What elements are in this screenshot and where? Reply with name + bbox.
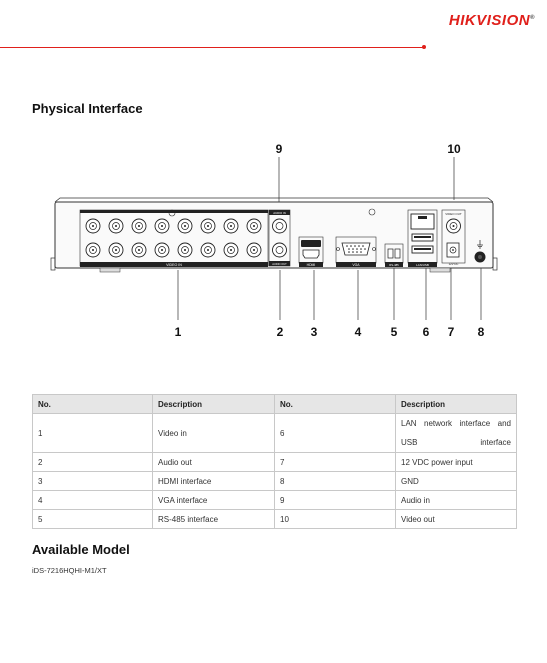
header-description-right: Description xyxy=(395,394,517,414)
header-divider-dot xyxy=(422,45,426,49)
table-cell: 12 VDC power input xyxy=(395,452,517,472)
logo-text: HIKVISION xyxy=(448,12,531,29)
header-divider xyxy=(0,47,424,48)
callout-5: 5 xyxy=(391,325,398,339)
model-number: iDS-7216HQHI-M1/XT xyxy=(32,566,107,575)
table-cell: VGA interface xyxy=(152,490,275,510)
section-title-available-model: Available Model xyxy=(32,542,130,557)
gnd-terminal xyxy=(474,240,486,263)
table-cell: 4 xyxy=(32,490,153,510)
table-header-row: No. Description No. Description xyxy=(32,394,517,414)
table-cell: 9 xyxy=(274,490,396,510)
section-title-physical-interface: Physical Interface xyxy=(32,101,143,116)
rs485-port: RS-485 xyxy=(384,243,404,267)
callout-8: 8 xyxy=(478,325,485,339)
callout-2: 2 xyxy=(277,325,284,339)
lan-usb-block: LAN/USB xyxy=(407,209,438,267)
table-row: 2 Audio out 7 12 VDC power input xyxy=(32,452,517,472)
audio-block: AUDIO IN AUDIO OUT xyxy=(268,209,291,267)
rs485-label: RS-485 xyxy=(389,263,399,267)
table-cell: Video out xyxy=(395,509,517,529)
audio-in-label: AUDIO IN xyxy=(273,211,285,215)
callout-3: 3 xyxy=(311,325,318,339)
table-cell: LAN network interface and USB interface xyxy=(395,413,517,453)
table-cell: HDMI interface xyxy=(152,471,275,491)
video-out-power-block: VIDEO OUT 12V DC xyxy=(441,209,466,266)
leader-lines xyxy=(177,157,482,320)
table-row: 1 Video in 6 LAN network interface and U… xyxy=(32,413,517,453)
rear-panel-diagram: 9 10 1 2 3 4 5 6 7 8 VIDEO IN xyxy=(50,142,498,339)
hikvision-logo: HIKVISION® xyxy=(449,12,535,29)
table-cell: 6 xyxy=(274,413,396,453)
table-row: 3 HDMI interface 8 GND xyxy=(32,471,517,491)
callout-9: 9 xyxy=(276,142,283,156)
table-cell: 3 xyxy=(32,471,153,491)
table-cell: 10 xyxy=(274,509,396,529)
table-cell: Audio out xyxy=(152,452,275,472)
audio-out-label: AUDIO OUT xyxy=(272,262,287,266)
video-out-label: VIDEO OUT xyxy=(445,212,462,216)
power-label: 12V DC xyxy=(449,262,459,266)
table-row: 5 RS-485 interface 10 Video out xyxy=(32,509,517,529)
callout-6: 6 xyxy=(423,325,430,339)
table-cell: Video in xyxy=(152,413,275,453)
table-row: 4 VGA interface 9 Audio in xyxy=(32,490,517,510)
interface-table: No. Description No. Description 1 Video … xyxy=(32,394,517,529)
callout-7: 7 xyxy=(448,325,455,339)
table-cell: 5 xyxy=(32,509,153,529)
table-cell: 8 xyxy=(274,471,396,491)
table-cell: 7 xyxy=(274,452,396,472)
table-cell: GND xyxy=(395,471,517,491)
callout-1: 1 xyxy=(175,325,182,339)
vga-label: VGA xyxy=(352,263,360,267)
page-header: HIKVISION® xyxy=(0,0,547,60)
hdmi-label: HDMI xyxy=(307,263,316,267)
lan-usb-label: LAN/USB xyxy=(416,263,429,267)
registered-mark-icon: ® xyxy=(530,15,535,21)
video-in-block: VIDEO IN xyxy=(79,209,269,267)
header-no-left: No. xyxy=(32,394,153,414)
table-cell: Audio in xyxy=(395,490,517,510)
callout-4: 4 xyxy=(355,325,362,339)
hdmi-port: HDMI xyxy=(298,236,324,267)
video-in-label: VIDEO IN xyxy=(166,263,182,267)
table-cell: 2 xyxy=(32,452,153,472)
vga-port: VGA xyxy=(335,236,377,267)
header-description-left: Description xyxy=(152,394,275,414)
callout-10: 10 xyxy=(447,142,461,156)
table-cell: RS-485 interface xyxy=(152,509,275,529)
table-cell: 1 xyxy=(32,413,153,453)
header-no-right: No. xyxy=(274,394,396,414)
